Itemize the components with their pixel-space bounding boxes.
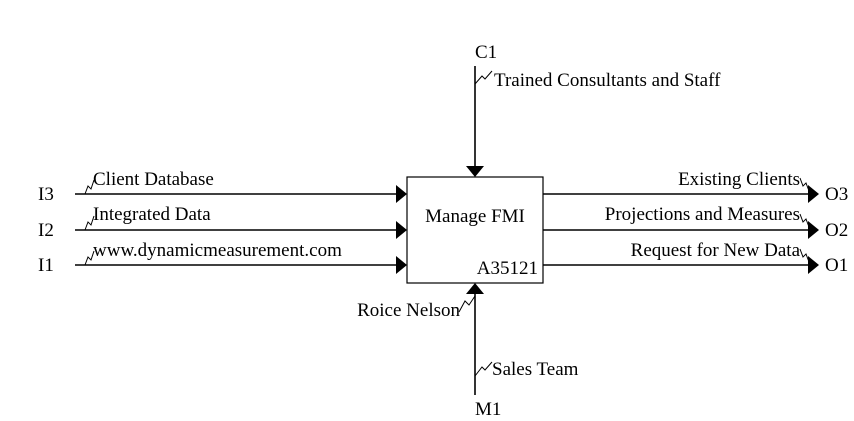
control-arrow-c1[interactable]: C1 Trained Consultants and Staff xyxy=(466,42,721,177)
output-arrowhead xyxy=(808,256,819,274)
input-label: www.dynamicmeasurement.com xyxy=(93,240,342,261)
input-code: I2 xyxy=(38,220,54,241)
input-label: Integrated Data xyxy=(93,204,211,225)
input-squiggle xyxy=(84,179,95,195)
output-code: O3 xyxy=(825,184,848,205)
output-label: Request for New Data xyxy=(631,240,801,261)
input-code: I1 xyxy=(38,255,54,276)
control-squiggle xyxy=(474,70,493,85)
input-squiggle xyxy=(84,215,95,231)
output-label: Existing Clients xyxy=(678,169,800,190)
control-arrowhead xyxy=(466,166,484,177)
mechanism-arrow-m1[interactable]: M1 Sales Team Roice Nelson xyxy=(357,283,579,420)
activity-box-outline xyxy=(406,176,544,284)
control-label: Trained Consultants and Staff xyxy=(494,70,721,91)
input-arrow-i3[interactable]: I3 Client Database xyxy=(38,169,407,205)
activity-title: Manage FMI xyxy=(425,206,525,227)
output-label: Projections and Measures xyxy=(605,204,800,225)
control-code: C1 xyxy=(475,42,497,63)
mechanism-branch-label: Roice Nelson xyxy=(357,300,460,321)
output-squiggle xyxy=(799,177,810,192)
activity-box[interactable]: Manage FMI A35121 xyxy=(406,176,544,284)
input-label: Client Database xyxy=(93,169,214,190)
input-arrow-i2[interactable]: I2 Integrated Data xyxy=(38,204,407,241)
input-arrowhead xyxy=(396,256,407,274)
mechanism-arrowhead xyxy=(466,283,484,294)
mechanism-label: Sales Team xyxy=(492,359,579,380)
output-arrow-o1[interactable]: Request for New Data O1 xyxy=(543,240,848,276)
output-arrowhead xyxy=(808,185,819,203)
output-arrowhead xyxy=(808,221,819,239)
output-code: O2 xyxy=(825,220,848,241)
input-arrow-i1[interactable]: I1 www.dynamicmeasurement.com xyxy=(38,240,407,276)
input-arrowhead xyxy=(396,185,407,203)
output-arrow-o3[interactable]: Existing Clients O3 xyxy=(543,169,848,205)
output-arrow-o2[interactable]: Projections and Measures O2 xyxy=(543,204,848,241)
input-code: I3 xyxy=(38,184,54,205)
output-code: O1 xyxy=(825,255,848,276)
mechanism-squiggle xyxy=(474,361,493,377)
mechanism-code: M1 xyxy=(475,399,501,420)
mechanism-branch-squiggle xyxy=(458,295,476,313)
input-squiggle xyxy=(84,250,95,266)
activity-node-number: A35121 xyxy=(477,258,538,279)
output-squiggle xyxy=(799,248,810,263)
input-arrowhead xyxy=(396,221,407,239)
output-squiggle xyxy=(799,213,810,228)
